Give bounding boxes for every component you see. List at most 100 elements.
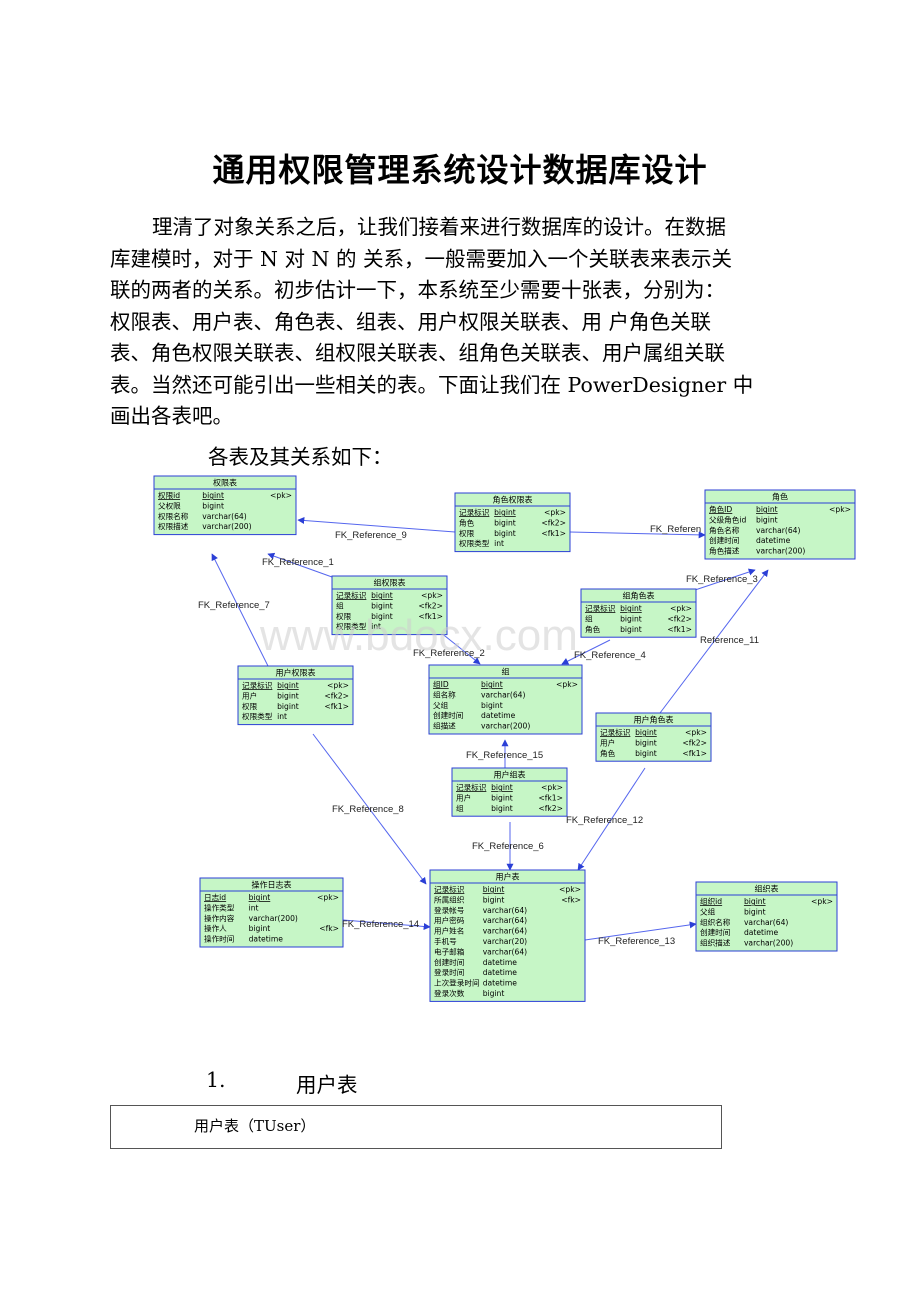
relationship-label: FK_Reference_8	[332, 804, 404, 815]
column-key: <fk>	[319, 924, 339, 933]
column-name: 角色描述	[709, 546, 740, 556]
column-name: 父权限	[158, 500, 181, 510]
column-key: <fk2>	[538, 804, 563, 813]
entity-title: 权限表	[213, 478, 237, 488]
column-name: 创建时间	[434, 957, 464, 967]
column-type: varchar(200)	[481, 722, 530, 731]
column-name: 组	[456, 803, 464, 813]
entity-title: 组权限表	[374, 578, 406, 588]
paragraph-line: 画出各表吧。	[110, 404, 233, 428]
column-key: <pk>	[317, 893, 339, 902]
entity-box	[704, 489, 856, 560]
column-name: 组	[336, 600, 344, 610]
paragraph-line: 权限表、用户表、角色表、组表、用户权限关联表、用 户角色关联	[110, 309, 712, 334]
column-name: 上次登录时间	[434, 978, 480, 988]
column-name: 操作人	[204, 923, 227, 933]
column-name: 登录时间	[434, 967, 464, 977]
column-type: bigint	[249, 893, 271, 902]
entity-title: 用户表	[496, 872, 520, 882]
column-name: 权限id	[158, 490, 180, 500]
column-name: 权限	[336, 611, 352, 621]
column-name: 用户	[456, 792, 471, 802]
column-name: 父级角色id	[709, 514, 746, 524]
relationship-label: FK_Reference_14	[342, 919, 419, 930]
relationship-line	[342, 919, 431, 930]
column-type: varchar(64)	[483, 927, 527, 936]
entity-box	[454, 492, 571, 553]
column-type: bigint	[756, 515, 778, 524]
column-key: <pk>	[559, 885, 581, 894]
table-caption: 用户表（TUser）	[194, 1117, 316, 1135]
relationship-line	[439, 631, 481, 665]
column-key: <pk>	[421, 591, 443, 600]
watermark: www.bdocx.com	[259, 611, 578, 660]
column-name: 权限名称	[158, 511, 189, 521]
column-type: varchar(200)	[756, 547, 805, 556]
column-name: 权限类型	[242, 711, 273, 721]
column-type: bigint	[277, 681, 299, 690]
column-key: <pk>	[541, 783, 563, 792]
diagram-caption: 各表及其关系如下：	[208, 445, 393, 469]
relationship-line	[584, 921, 697, 941]
entity-title: 用户组表	[494, 770, 526, 780]
column-key: <pk>	[685, 728, 707, 737]
entity-title: 组角色表	[623, 591, 655, 601]
column-key: <fk1>	[324, 702, 349, 711]
column-name: 角色	[459, 517, 475, 527]
column-type: datetime	[756, 536, 791, 545]
column-key: <fk1>	[538, 793, 563, 802]
column-type: bigint	[202, 501, 224, 510]
entity-title: 组织表	[755, 884, 779, 894]
column-type: varchar(64)	[202, 512, 246, 521]
entity-title: 用户权限表	[276, 668, 316, 678]
column-type: bigint	[371, 601, 393, 610]
column-name: 记录标识	[336, 590, 367, 600]
column-key: <fk2>	[418, 601, 443, 610]
column-name: 记录标识	[600, 727, 631, 737]
column-name: 记录标识	[242, 680, 273, 690]
entity-box	[595, 712, 712, 762]
column-name: 操作类型	[204, 902, 235, 912]
column-type: bigint	[491, 783, 513, 792]
column-key: <fk1>	[667, 625, 692, 634]
column-name: 记录标识	[456, 782, 487, 792]
relationship-label: FK_Reference_6	[472, 841, 544, 852]
column-type: bigint	[202, 491, 224, 500]
paragraph-line: 表。当然还可能引出一些相关的表。下面让我们在 PowerDesigner 中	[110, 372, 754, 397]
relationship-labels: FK_Reference_9FK_Reference_1FK_Reference…	[198, 524, 759, 947]
column-name: 用户姓名	[434, 926, 464, 936]
column-type: datetime	[483, 968, 518, 977]
paragraph-line: 理清了对象关系之后，让我们接着来进行数据库的设计。在数据	[152, 215, 726, 239]
entity-title: 角色	[772, 492, 788, 502]
entity-box	[428, 664, 583, 735]
column-name: 权限	[242, 701, 258, 711]
column-type: bigint	[635, 749, 657, 758]
column-name: 角色	[600, 748, 616, 758]
column-name: 角色	[585, 624, 601, 634]
entity-box	[153, 475, 297, 536]
column-key: <pk>	[829, 505, 851, 514]
relationship-label: FK_Referen	[650, 524, 701, 535]
column-name: 创建时间	[433, 710, 463, 720]
column-key: <pk>	[556, 680, 578, 689]
entity-box	[429, 869, 586, 1002]
paragraph-line: 联的两者的关系。初步估计一下，本系统至少需要十张表，分别为：	[110, 278, 725, 302]
column-name: 权限	[459, 528, 475, 538]
column-key: <pk>	[811, 897, 833, 906]
column-name: 操作内容	[204, 913, 235, 923]
entity-box	[331, 575, 448, 636]
